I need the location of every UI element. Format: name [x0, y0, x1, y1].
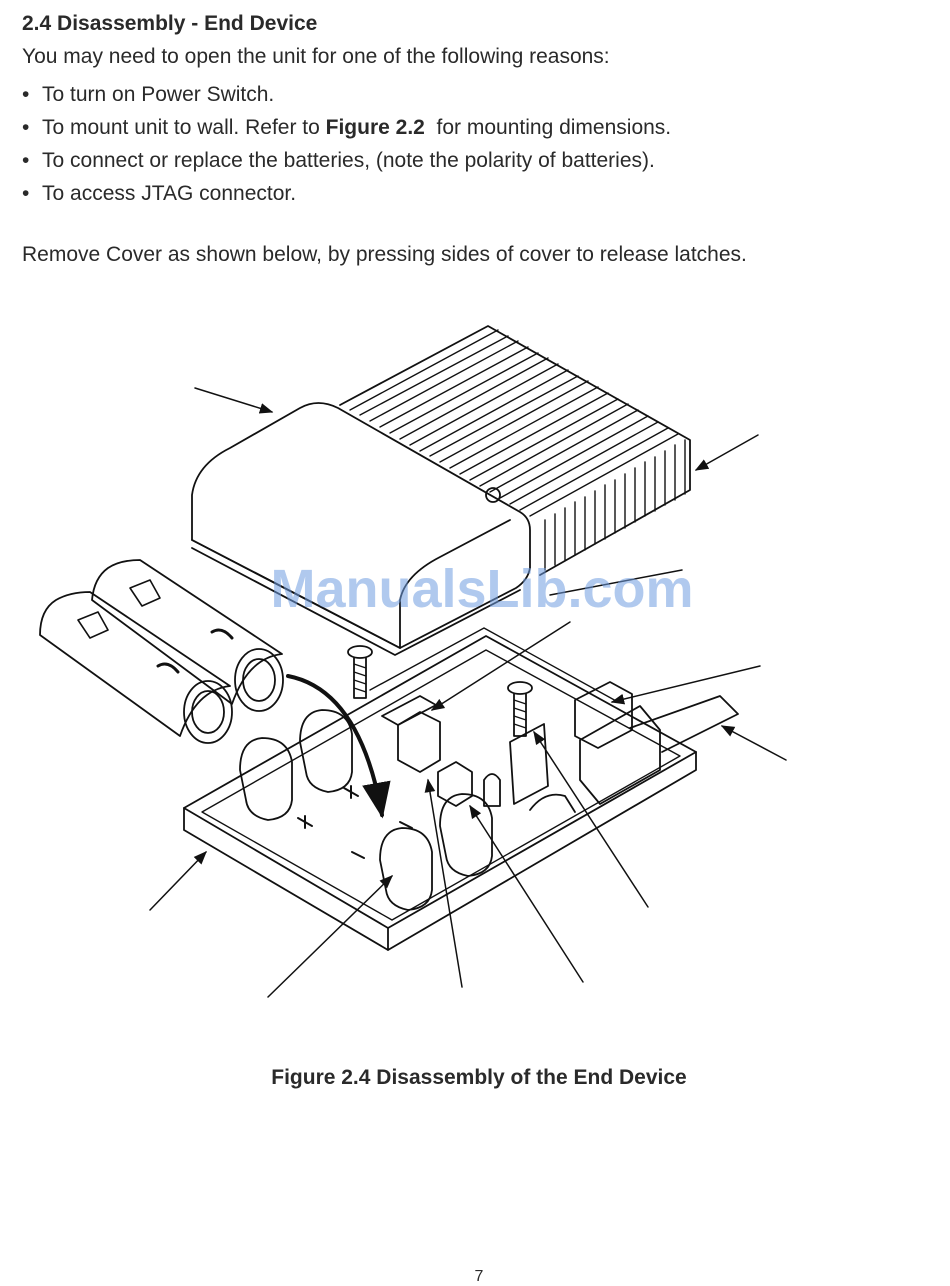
list-item: • To turn on Power Switch.	[22, 78, 671, 111]
page-number: 7	[474, 1268, 484, 1285]
intro-text: You may need to open the unit for one of…	[22, 45, 610, 68]
bullet-symbol: •	[22, 116, 30, 139]
bullet-text-start: To mount unit to wall. Refer to	[42, 116, 326, 139]
circuit-board	[381, 681, 739, 813]
reasons-list: • To turn on Power Switch. • To mount unit…	[22, 78, 671, 210]
list-item: • To access JTAG connector.	[22, 177, 671, 210]
cover-screw	[347, 645, 533, 737]
battery-insert-arrow	[286, 674, 391, 819]
top-cover	[191, 325, 691, 656]
bullet-text: To access JTAG connector.	[42, 182, 297, 205]
disassembly-figure: ManualsLib.com	[39, 325, 787, 998]
battery-clips	[239, 709, 493, 911]
figure-reference: Figure 2.2	[325, 116, 425, 139]
watermark: ManualsLib.com	[270, 559, 693, 619]
remove-cover-text: Remove Cover as shown below, by pressing…	[22, 243, 747, 266]
batteries	[39, 559, 284, 744]
bullet-text-end: for mounting dimensions.	[424, 116, 672, 139]
bullet-text: To connect or replace the batteries, (no…	[42, 149, 655, 172]
bullet-symbol: •	[22, 182, 30, 205]
bullet-symbol: •	[22, 149, 30, 172]
polarity-marks	[297, 785, 413, 859]
base-enclosure	[183, 627, 697, 951]
list-item: • To mount unit to wall. Refer to Figure …	[22, 111, 671, 144]
figure-caption: Figure 2.4 Disassembly of the End Device	[271, 1066, 687, 1089]
bullet-symbol: •	[22, 83, 30, 106]
list-item: • To connect or replace the batteries, (n…	[22, 144, 671, 177]
callout-arrows	[149, 387, 787, 998]
section-heading: 2.4 Disassembly - End Device	[22, 12, 318, 35]
bullet-text: To turn on Power Switch.	[42, 83, 275, 106]
